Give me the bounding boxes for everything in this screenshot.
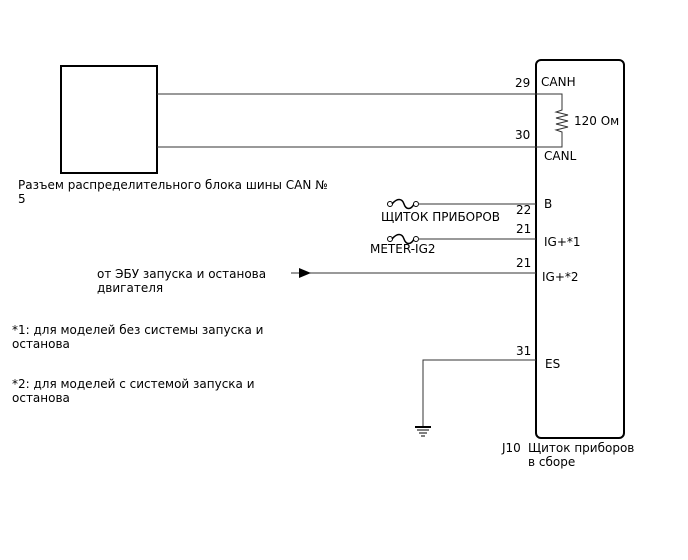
fuse-meter-ig2-label: METER-IG2 <box>370 242 436 256</box>
fuse-meter-terminal-left <box>387 201 393 207</box>
note-2-line2: останова <box>12 391 70 405</box>
fuse-meter-ig2-terminal-left <box>387 236 393 242</box>
combination-meter-box <box>535 59 625 439</box>
note-1-line1: *1: для моделей без системы запуска и <box>12 323 263 337</box>
es-ground-wire <box>422 359 536 426</box>
can-junction-label-line2: 5 <box>18 192 26 206</box>
resistor-label: 120 Ом <box>574 114 619 128</box>
fuse-meter-terminal-right <box>413 201 419 207</box>
pin-21b-name: IG+*2 <box>542 270 579 284</box>
fuse-meter-label: ЩИТОК ПРИБОРОВ <box>381 210 500 224</box>
pin-31-number: 31 <box>516 344 531 358</box>
can-junction-connector-box <box>60 65 158 174</box>
can-junction-label-line1: Разъем распределительного блока шины CAN… <box>18 178 328 192</box>
pin-30-name: CANL <box>544 149 577 163</box>
fuse-meter-icon <box>391 198 415 210</box>
pin-29-name: CANH <box>541 75 576 89</box>
ecu-name-line1: Щиток приборов <box>528 441 634 455</box>
signal-arrow-icon <box>299 268 311 278</box>
pin-30-number: 30 <box>515 128 530 142</box>
pin-22-name: B <box>544 197 552 211</box>
fuse-meter-ig2-terminal-right <box>413 236 419 242</box>
pin-21a-number: 21 <box>516 222 531 236</box>
pin-22-number: 22 <box>516 203 531 217</box>
signal-source-line1: от ЭБУ запуска и останова <box>97 267 266 281</box>
signal-source-line2: двигателя <box>97 281 163 295</box>
termination-resistor <box>536 93 569 148</box>
pin-21a-name: IG+*1 <box>544 235 581 249</box>
pin-29-number: 29 <box>515 76 530 90</box>
pin-21b-number: 21 <box>516 256 531 270</box>
note-2-line1: *2: для моделей с системой запуска и <box>12 377 255 391</box>
pin-31-name: ES <box>545 357 560 371</box>
fuse-meter-ig2-icon <box>391 233 415 245</box>
ecu-name-line2: в сборе <box>528 455 575 469</box>
note-1-line2: останова <box>12 337 70 351</box>
ecu-code: J10 <box>501 441 521 455</box>
